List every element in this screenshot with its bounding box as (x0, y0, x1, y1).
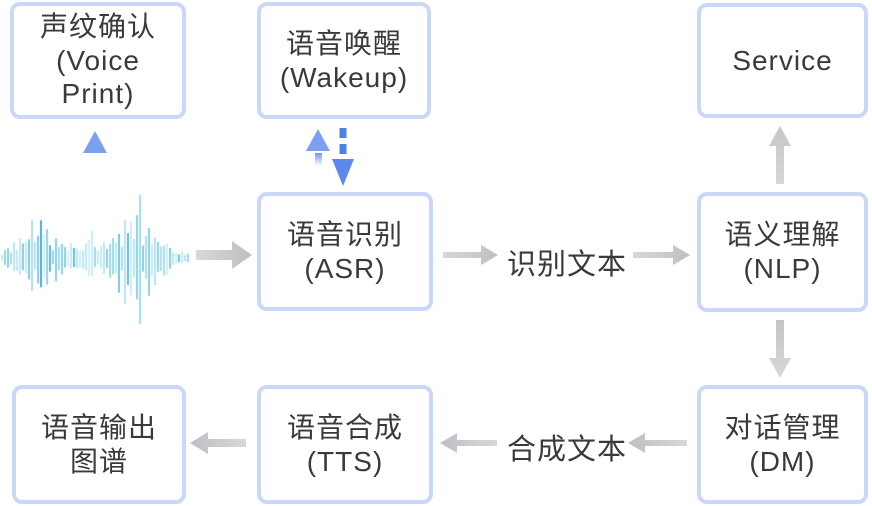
arrow-tts-to-voice-output (190, 432, 246, 454)
box-line: (ASR) (304, 252, 386, 284)
box-line: Print) (61, 78, 135, 110)
box-line: 语义理解 (724, 219, 841, 251)
box-line: (TTS) (306, 445, 384, 477)
arrow-dm-to-synthesized-text (628, 433, 687, 453)
box-line: 语音识别 (286, 218, 403, 250)
label-synthesized-text: 合成文本 (506, 434, 627, 466)
arrow-recognized-text-to-nlp (633, 245, 690, 265)
box-line: 图谱 (69, 445, 128, 477)
box-line: 语音唤醒 (285, 27, 402, 59)
box-line: (Voice (56, 44, 140, 76)
dashed-link-to-voice-print (83, 131, 107, 194)
box-asr: 语音识别 (ASR) (257, 192, 433, 311)
box-line: 声纹确认 (39, 11, 156, 43)
audio-waveform (0, 195, 190, 324)
arrow-nlp-to-dm (769, 320, 791, 378)
box-line: (DM) (749, 445, 816, 477)
box-line: (NLP) (743, 253, 822, 284)
box-line: 对话管理 (724, 411, 841, 443)
arrow-synthesized-text-to-tts (440, 433, 497, 453)
box-tts: 语音合成 (TTS) (257, 385, 433, 504)
box-voice-output: 语音输出 图谱 (12, 385, 186, 504)
box-wakeup: 语音唤醒 (Wakeup) (257, 2, 431, 119)
arrow-input-to-asr (196, 241, 252, 269)
arrow-nlp-to-service (769, 126, 791, 184)
arrow-asr-to-recognized-text (443, 245, 498, 265)
dashed-arrow-asr-to-wakeup (306, 129, 330, 166)
box-service: Service (697, 3, 868, 118)
box-voice-print: 声纹确认 (Voice Print) (10, 2, 186, 119)
dashed-arrow-wakeup-to-asr (332, 128, 354, 186)
box-line: 语音合成 (286, 411, 403, 443)
box-line: Service (732, 44, 833, 76)
label-recognized-text: 识别文本 (506, 249, 627, 281)
box-dialog-management: 对话管理 (DM) (697, 385, 868, 504)
box-line: (Wakeup) (279, 61, 409, 93)
box-line: 语音输出 (40, 411, 157, 443)
box-nlp: 语义理解 (NLP) (697, 192, 868, 312)
dashed-link-elbow (115, 158, 332, 198)
